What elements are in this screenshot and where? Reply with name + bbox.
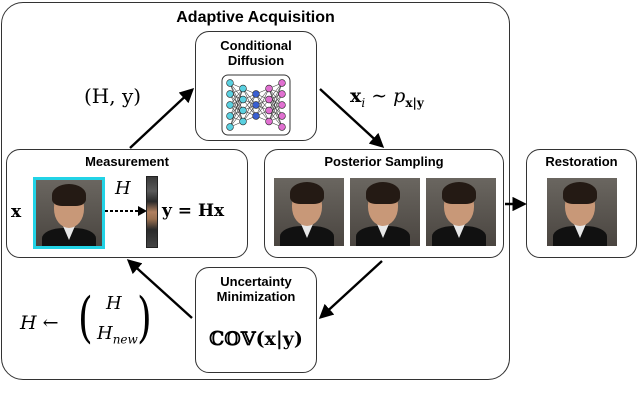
nn-node <box>239 106 247 115</box>
neural-network-icon <box>221 74 291 136</box>
nn-node <box>226 123 234 131</box>
conditional-diffusion-box: Conditional Diffusion <box>195 31 317 141</box>
restoration-title: Restoration <box>545 154 618 169</box>
update-bottom: Hnew <box>97 323 138 347</box>
covariance-expression: ℂ𝕆𝕍(x|y) <box>209 328 303 350</box>
nn-edge <box>242 93 257 122</box>
nn-node <box>226 90 234 98</box>
adaptive-acquisition-title: Adaptive Acquisition <box>176 9 335 26</box>
nn-node <box>265 84 273 93</box>
input-face-image <box>33 177 105 249</box>
nn-node <box>226 101 234 109</box>
nn-edge <box>268 93 283 122</box>
update-right-paren: ) <box>137 286 152 349</box>
xi-subscript: i <box>361 95 366 110</box>
nn-edge <box>268 82 283 122</box>
nn-node <box>278 79 286 87</box>
measurement-title: Measurement <box>85 154 169 169</box>
update-left-paren: ( <box>78 286 93 349</box>
posterior-distribution-label: xi ∼ px|y <box>350 85 424 110</box>
uncertainty-title-line2: Minimization <box>216 289 296 304</box>
nn-node <box>265 95 273 104</box>
posterior-sampling-title: Posterior Sampling <box>324 154 444 169</box>
nn-node <box>278 123 286 131</box>
p-subscript: x|y <box>405 95 424 110</box>
posterior-sample-3 <box>426 178 496 246</box>
nn-edge <box>229 88 244 128</box>
nn-node <box>226 79 234 87</box>
dotted-arrow <box>105 206 147 216</box>
measurement-x-symbol: x <box>11 202 22 222</box>
posterior-sample-1 <box>274 178 344 246</box>
uncertainty-title-line1: Uncertainty <box>220 274 292 289</box>
nn-node <box>278 112 286 120</box>
measurement-h-label: H <box>115 178 131 199</box>
nn-node <box>252 112 260 120</box>
nn-node <box>226 112 234 120</box>
nn-node <box>252 90 260 98</box>
update-bottom-h: H <box>97 323 113 344</box>
sim-p-symbol: ∼ p <box>371 85 406 107</box>
nn-node <box>239 95 247 104</box>
nn-node <box>265 117 273 126</box>
nn-node <box>239 117 247 126</box>
diffusion-title-line1: Conditional <box>220 38 292 53</box>
nn-edge <box>255 88 270 117</box>
measurement-equation: y = Hx <box>162 201 225 221</box>
measurement-vector-strip <box>146 176 158 248</box>
nn-edge <box>268 82 283 111</box>
nn-node <box>265 106 273 115</box>
nn-node <box>252 101 260 109</box>
update-bottom-sub: new <box>112 332 138 347</box>
nn-node <box>239 84 247 93</box>
update-lhs: H ← <box>20 312 59 334</box>
posterior-sample-2 <box>350 178 420 246</box>
hy-label: (H, y) <box>84 84 142 108</box>
nn-edge <box>229 88 244 117</box>
nn-node <box>278 101 286 109</box>
xi-symbol: x <box>350 85 362 107</box>
nn-node <box>278 90 286 98</box>
nn-edge <box>229 99 244 128</box>
uncertainty-minimization-box: Uncertainty Minimization ℂ𝕆𝕍(x|y) <box>195 267 317 373</box>
update-top: H <box>106 293 122 314</box>
restored-face-image <box>547 178 617 246</box>
diffusion-title-line2: Diffusion <box>227 53 285 68</box>
